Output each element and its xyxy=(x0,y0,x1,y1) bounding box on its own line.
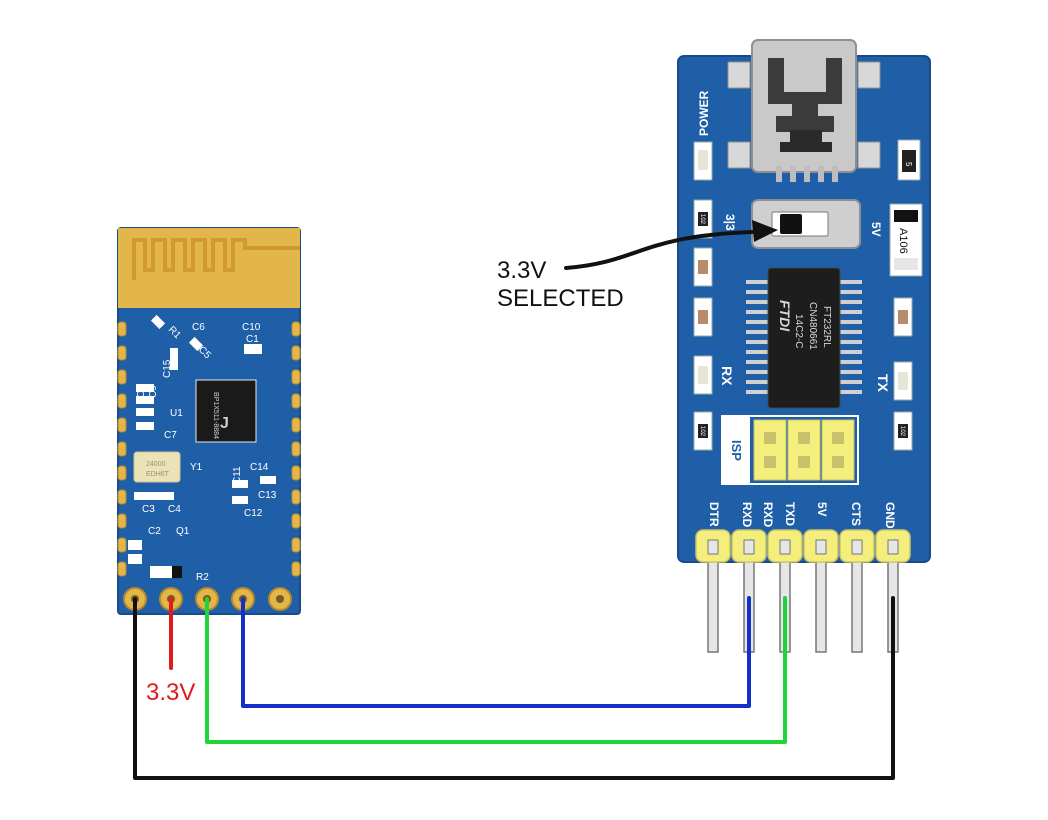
pin-label-gnd: GND xyxy=(883,502,897,529)
resistor-code-left-bottom: 102 xyxy=(699,426,705,437)
cap-top-label: 5 xyxy=(904,162,913,167)
bt-label-c10: C10 xyxy=(242,322,261,333)
bt-label-c3: C3 xyxy=(142,504,155,515)
bt-label-c13: C13 xyxy=(258,490,277,501)
left-resistors xyxy=(693,199,713,451)
ft232-chip xyxy=(746,267,862,409)
bt-label-c6: C6 xyxy=(192,322,205,333)
bt-side-pads-right xyxy=(291,321,301,577)
power-label: POWER xyxy=(697,90,711,136)
wire-tx-green xyxy=(205,596,787,744)
voltage-switch-handle[interactable] xyxy=(780,214,802,234)
bt-label-u1: U1 xyxy=(170,408,183,419)
cap-a106-label: A106 xyxy=(897,228,909,254)
bt-chip-text: BP1X511-8884 xyxy=(212,392,219,439)
ftdi-board: 3|3 5V POWER 102 102 RX 5 A106 102 TX xyxy=(677,39,931,653)
pin-label-dtr: DTR xyxy=(707,502,721,527)
selected-label-line1: 3.3V xyxy=(497,257,546,284)
rx-label: RX xyxy=(719,366,735,386)
pin-label-5v: 5V xyxy=(815,502,829,517)
chip-line1: 14C2-C xyxy=(793,314,804,348)
pin-label-rxd-1: RXD xyxy=(740,502,754,528)
bt-chip-logo: J xyxy=(220,415,229,432)
bt-side-pads-left xyxy=(117,321,127,577)
pin-label-rxd-2: RXD xyxy=(761,502,775,528)
isp-label: ISP xyxy=(729,440,744,461)
bluetooth-module: BP1X511-8884 J 24000 EDH6T R1 C6 C5 C10 … xyxy=(117,227,301,615)
bt-label-c7: C7 xyxy=(164,430,177,441)
chip-line2: CN480661 xyxy=(807,302,818,350)
bt-crystal-line1: 24000 xyxy=(146,461,166,468)
bt-label-c2: C2 xyxy=(148,526,161,537)
switch-label-3v3: 3|3 xyxy=(723,214,737,231)
annotation-arrowhead xyxy=(752,220,778,242)
usb-connector xyxy=(727,39,881,182)
wire-gnd xyxy=(133,596,895,780)
switch-label-5v: 5V xyxy=(869,222,883,237)
bt-label-c15: C15 xyxy=(162,359,173,378)
voltage-switch[interactable] xyxy=(751,199,861,249)
bt-label-c8: C8 xyxy=(136,385,147,398)
bt-label-c1: C1 xyxy=(246,334,259,345)
bt-label-c4: C4 xyxy=(168,504,181,515)
bt-components xyxy=(128,314,276,578)
bt-label-c12: C12 xyxy=(244,508,263,519)
bt-label-r2: R2 xyxy=(196,572,209,583)
annotation-arrow xyxy=(564,230,754,270)
pin-label-txd: TXD xyxy=(783,502,797,526)
bt-transistor xyxy=(172,566,182,578)
vcc-label: 3.3V xyxy=(146,679,195,706)
chip-line3: FT232RL xyxy=(821,306,832,348)
resistor-code-right-bottom: 102 xyxy=(899,426,905,437)
bt-chip xyxy=(195,379,257,443)
resistor-code-left-top: 102 xyxy=(699,214,705,225)
pin-label-cts: CTS xyxy=(849,502,863,526)
isp-jumpers[interactable] xyxy=(753,419,855,481)
bt-label-c11: C11 xyxy=(232,466,243,484)
bt-label-c9: C9 xyxy=(148,385,159,398)
wire-rx-blue xyxy=(241,596,751,708)
bt-label-y1: Y1 xyxy=(190,462,203,473)
bt-label-q1: Q1 xyxy=(176,526,190,537)
wires xyxy=(133,596,895,780)
bt-crystal-line2: EDH6T xyxy=(146,471,170,478)
tx-label: TX xyxy=(875,374,891,393)
chip-brand: FTDI xyxy=(777,300,793,332)
bt-label-c14: C14 xyxy=(250,462,269,473)
bt-antenna-trace xyxy=(132,238,300,280)
header-pins xyxy=(695,529,911,653)
selected-label-line2: SELECTED xyxy=(497,285,624,312)
bt-crystal xyxy=(133,451,181,483)
